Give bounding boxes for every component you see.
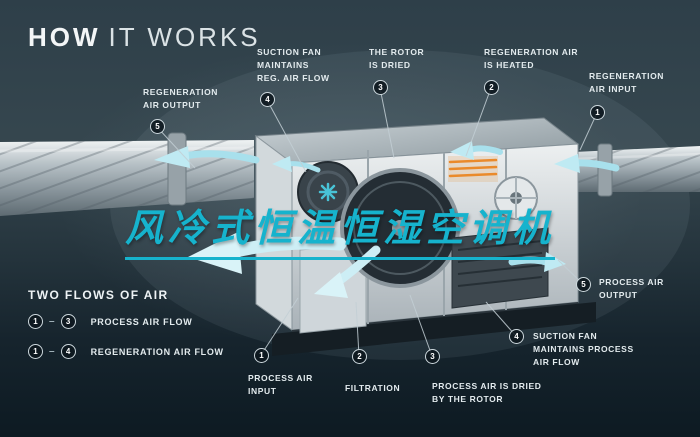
process-fan	[494, 176, 538, 220]
title-word-it-works: IT WORKS	[108, 22, 261, 52]
legend-badge-1a: 1	[28, 314, 43, 329]
callout-label-filtration: FILTRATION	[345, 383, 401, 393]
watermark-text: 风冷式恒温恒湿空调机	[125, 197, 556, 260]
legend-heading: TWO FLOWS OF AIR	[28, 288, 169, 302]
callout-label-rotor-dried: THE ROTOR IS DRIED	[369, 47, 425, 70]
right-duct	[573, 143, 700, 197]
legend-row-regeneration-air-flow: 1 – 4 REGENERATION AIR FLOW	[28, 344, 224, 359]
airflow-arrows	[154, 141, 620, 298]
legend-dash-2: –	[49, 346, 55, 357]
legend-badge-3: 3	[60, 314, 76, 329]
output-grille	[451, 227, 549, 309]
callout-badge-1-bottom: 1	[254, 348, 269, 363]
left-duct	[0, 132, 255, 216]
callout-badge-5-bottom: 5	[576, 277, 591, 292]
legend-label-regeneration-air-flow: REGENERATION AIR FLOW	[90, 346, 224, 357]
legend-label-process-air-flow: PROCESS AIR FLOW	[90, 316, 193, 327]
callout-badge-2-bottom: 2	[352, 349, 367, 364]
legend-dash-1: –	[49, 316, 55, 327]
callout-badge-2-top: 2	[484, 80, 499, 95]
callout-badge-3-top: 3	[373, 80, 388, 95]
callout-label-process-air-output: PROCESS AIR OUTPUT	[599, 277, 664, 300]
heater	[448, 156, 498, 182]
callout-label-regeneration-air-input: REGENERATION AIR INPUT	[589, 71, 665, 94]
title-word-how: HOW	[28, 22, 101, 52]
callout-label-process-air-dried: PROCESS AIR IS DRIED BY THE ROTOR	[432, 381, 542, 404]
callout-badge-4-top: 4	[260, 92, 275, 107]
callout-label-air-heated: REGENERATION AIR IS HEATED	[484, 47, 579, 70]
callout-label-suction-fan-process: SUCTION FAN MAINTAINS PROCESS AIR FLOW	[533, 331, 634, 367]
callout-badge-4-bottom: 4	[509, 329, 524, 344]
legend-badge-1b: 1	[28, 344, 43, 359]
callout-label-process-air-input: PROCESS AIR INPUT	[248, 373, 313, 396]
callout-badge-5-top: 5	[150, 119, 165, 134]
legend-row-process-air-flow: 1 – 3 PROCESS AIR FLOW	[28, 314, 192, 329]
callout-label-suction-fan-reg: SUCTION FAN MAINTAINS REG. AIR FLOW	[257, 47, 330, 83]
callout-badge-1-top: 1	[590, 105, 605, 120]
callout-badge-3-bottom: 3	[425, 349, 440, 364]
legend-badge-4: 4	[60, 344, 76, 359]
callout-label-regeneration-air-output: REGENERATION AIR OUTPUT	[143, 87, 219, 110]
